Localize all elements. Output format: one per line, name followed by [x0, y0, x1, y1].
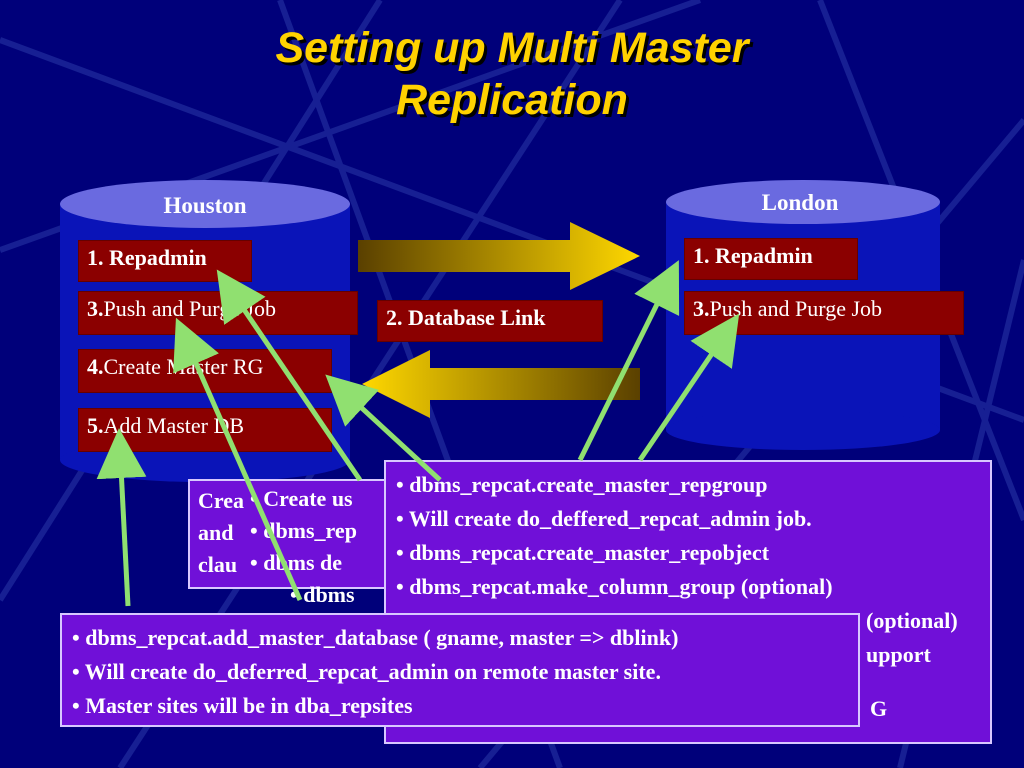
step-number: 5.	[87, 413, 104, 438]
callout-line: • Master sites will be in dba_repsites	[72, 693, 413, 718]
callout-line: • dbms_rep	[250, 518, 357, 543]
houston-create-master-rg-box: 4.Create Master RG	[78, 349, 332, 393]
title-line-1: Setting up Multi Master	[275, 24, 749, 72]
callout-line: • dbms_repcat.create_master_repobject	[396, 540, 770, 565]
box-label: Push and Purge Job	[103, 296, 277, 321]
replication-arrow-right	[358, 222, 640, 290]
database-link-box: 2. Database Link	[377, 300, 603, 342]
callout-line: • dbms_repcat.create_master_repgroup	[396, 472, 768, 497]
step-number: 3.	[87, 296, 104, 321]
callout-line: G	[870, 696, 888, 721]
houston-repadmin-box: 1. Repadmin	[78, 240, 252, 282]
master-repgroup-callout: • dbms_repcat.create_master_repgroup • W…	[384, 460, 992, 744]
callout-line: • dbms_repcat.make_column_group (optiona…	[396, 574, 833, 599]
callout-line: • Will create do_deferred_repcat_admin o…	[72, 659, 661, 684]
step-number: 3.	[693, 296, 710, 321]
callout-line: • dbms de	[250, 550, 343, 575]
box-label: Create Master RG	[103, 354, 264, 379]
add-master-database-callout: • dbms_repcat.add_master_database ( gnam…	[60, 613, 860, 727]
box-label: 1. Repadmin	[87, 245, 207, 270]
create-user-callout-front: • Create us • dbms_rep • dbms de • dbms	[250, 483, 390, 615]
page-title: Setting up Multi Master Replication	[0, 22, 1024, 126]
callout-line: • Create us	[250, 486, 353, 511]
london-label: London	[761, 190, 839, 215]
title-line-2: Replication	[396, 76, 628, 124]
houston-add-master-db-box: 5.Add Master DB	[78, 408, 332, 452]
callout-line: (optional)	[866, 608, 958, 633]
box-label: 1. Repadmin	[693, 243, 813, 268]
callout-line: upport	[866, 642, 931, 667]
box-label: Add Master DB	[103, 413, 245, 438]
houston-label: Houston	[163, 193, 247, 218]
step-number: 4.	[87, 354, 104, 379]
replication-arrow-left	[362, 350, 640, 418]
houston-push-purge-box: 3.Push and Purge Job	[78, 291, 358, 335]
callout-line: • Will create do_deffered_repcat_admin j…	[396, 506, 812, 531]
box-label: Push and Purge Job	[709, 296, 883, 321]
callout-line: • dbms_repcat.add_master_database ( gnam…	[72, 625, 679, 650]
london-repadmin-box: 1. Repadmin	[684, 238, 858, 280]
callout-line: • dbms	[290, 582, 355, 607]
london-push-purge-box: 3.Push and Purge Job	[684, 291, 964, 335]
